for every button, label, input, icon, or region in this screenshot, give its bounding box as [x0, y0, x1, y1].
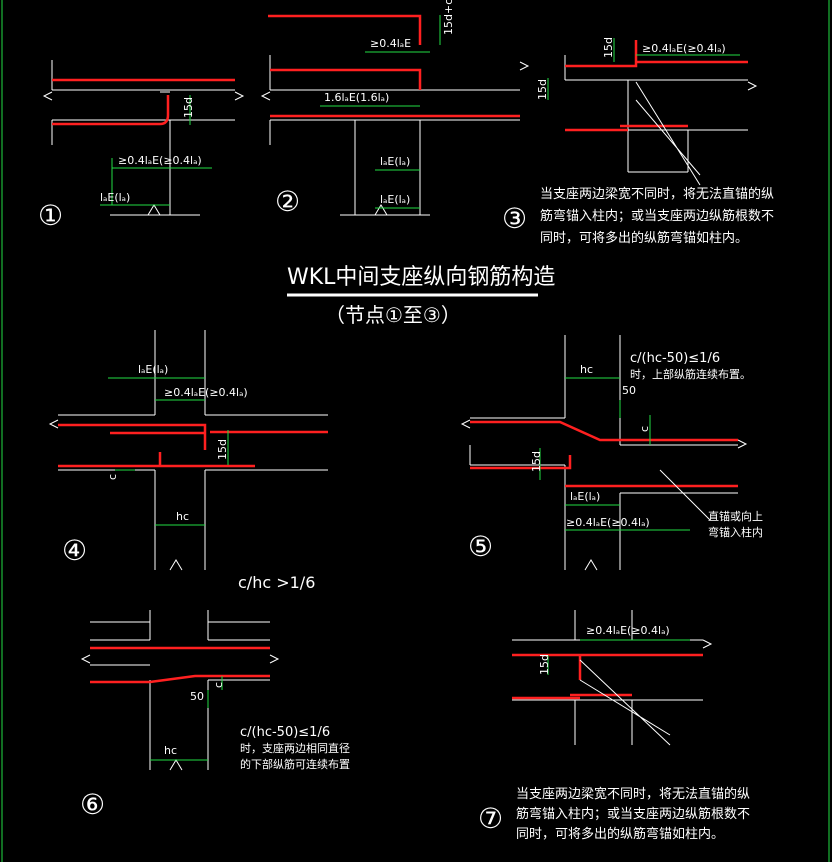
node-5: c/(hc-50)≤1/6 时，上部纵筋连续布置。 hc 50 c 15d lₐ…: [460, 335, 763, 571]
n6-condition-2: 时，支座两边相同直径: [240, 741, 350, 755]
n5-label-lae: lₐE(lₐ): [570, 490, 600, 503]
n1-label-04: ≥0.4lₐE(≥0.4lₐ): [118, 154, 202, 167]
n5-number: ⑤: [468, 530, 493, 563]
n6-condition: c/(hc-50)≤1/6: [240, 725, 330, 740]
n5-label-c: c: [638, 426, 651, 432]
subtitle: （节点①至③）: [325, 303, 461, 327]
n4-label-04: ≥0.4lₐE(≥0.4lₐ): [164, 386, 248, 399]
n4-number: ④: [62, 534, 87, 567]
n7-note-line3: 同时，可将多出的纵筋弯锚如柱内。: [516, 826, 724, 842]
node-3: 15d ≥0.4lₐE(≥0.4lₐ) 15d ③ 当支座两边梁宽不同时，将无法…: [502, 37, 774, 246]
node-2: 15d+c ≥0.4lₐE 1.6lₐE(1.6lₐ) lₐE(lₐ) lₐE(…: [260, 0, 530, 218]
n2-number: ②: [275, 185, 300, 218]
n7-label-04: ≥0.4lₐE(≥0.4lₐ): [586, 624, 670, 637]
n6-label-50: 50: [190, 690, 204, 703]
n5-label-15d: 15d: [530, 451, 543, 472]
node-1: 15d ≥0.4lₐE(≥0.4lₐ) lₐE(lₐ) ①: [38, 60, 245, 232]
n7-number: ⑦: [478, 802, 503, 835]
n5-label-04: ≥0.4lₐE(≥0.4lₐ): [566, 516, 650, 529]
n5-label-50: 50: [622, 384, 636, 397]
n2-label-16: 1.6lₐE(1.6lₐ): [324, 91, 389, 104]
n1-number: ①: [38, 199, 63, 232]
n5-label-hc: hc: [580, 363, 593, 376]
n3-label-15d-left: 15d: [536, 79, 549, 100]
n6-condition-3: 的下部纵筋可连续布置: [240, 757, 350, 771]
n5-note-line1: 直锚或向上: [708, 509, 763, 523]
n3-label-15d-top: 15d: [602, 37, 615, 58]
n1-label-lae: lₐE(lₐ): [100, 191, 130, 204]
n2-label-15dc: 15d+c: [442, 0, 455, 35]
main-title: WKL中间支座纵向钢筋构造: [287, 265, 555, 290]
n4-label-hc: hc: [176, 510, 189, 523]
n5-note-line2: 弯锚入柱内: [708, 525, 763, 539]
n3-note-line2: 筋弯锚入柱内；或当支座两边纵筋根数不: [540, 208, 774, 224]
n3-note-line3: 同时，可将多出的纵筋弯锚如柱内。: [540, 230, 748, 246]
node-7: ≥0.4lₐE(≥0.4lₐ) 15d 当支座两边梁宽不同时，将无法直锚的纵 筋…: [478, 610, 750, 842]
node-4: lₐE(lₐ) ≥0.4lₐE(≥0.4lₐ) 15d c hc ④ c/hc …: [48, 330, 328, 592]
n1-label-15d: 15d: [182, 97, 195, 118]
n7-label-15d: 15d: [538, 654, 551, 675]
n2-label-lae2: lₐE(lₐ): [380, 193, 410, 206]
n2-label-04: ≥0.4lₐE: [370, 37, 411, 50]
n7-note-line2: 筋弯锚入柱内；或当支座两边纵筋根数不: [516, 806, 750, 822]
n6-label-hc: hc: [164, 744, 177, 757]
n4-label-15d: 15d: [216, 439, 229, 460]
n5-condition: c/(hc-50)≤1/6: [630, 351, 720, 366]
n7-note-line1: 当支座两边梁宽不同时，将无法直锚的纵: [516, 786, 750, 802]
n2-label-lae1: lₐE(lₐ): [380, 155, 410, 168]
n3-note-line1: 当支座两边梁宽不同时，将无法直锚的纵: [540, 186, 774, 202]
n4-label-c: c: [106, 474, 119, 480]
node-6: c 50 hc c/(hc-50)≤1/6 时，支座两边相同直径 的下部纵筋可连…: [80, 610, 350, 821]
n3-label-04: ≥0.4lₐE(≥0.4lₐ): [642, 42, 726, 55]
n6-label-c: c: [212, 682, 225, 688]
n4-condition: c/hc >1/6: [238, 573, 315, 592]
n6-number: ⑥: [80, 788, 105, 821]
n4-label-lae: lₐE(lₐ): [138, 363, 168, 376]
n5-condition-2: 时，上部纵筋连续布置。: [630, 367, 751, 381]
n3-number: ③: [502, 202, 527, 235]
